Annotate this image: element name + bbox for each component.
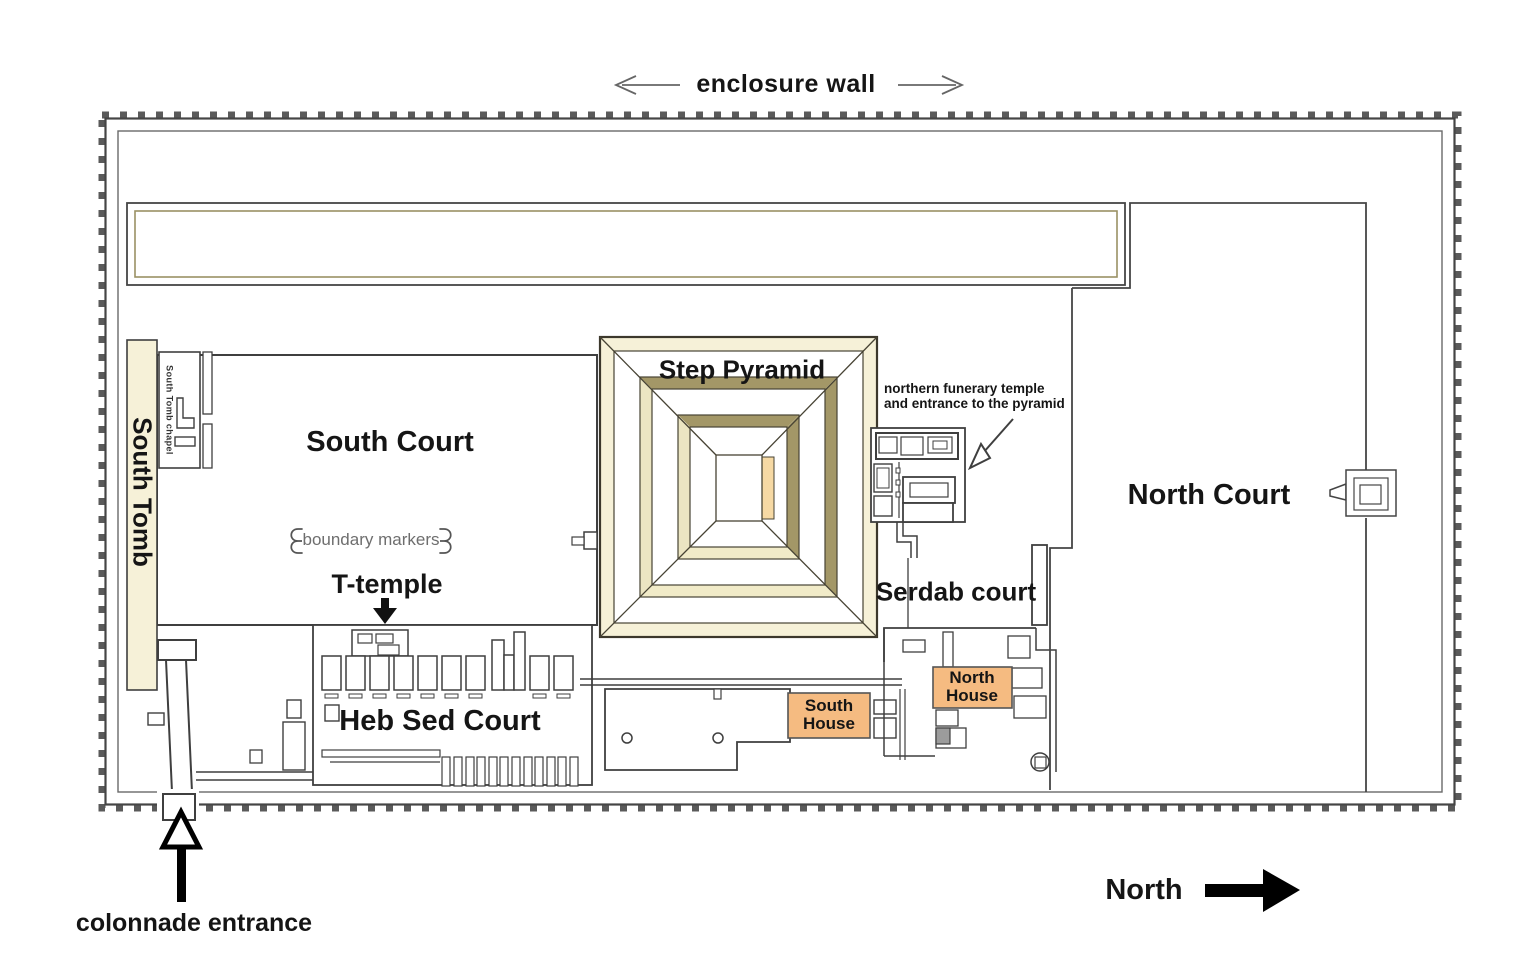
south-tomb	[126, 339, 213, 691]
enclosure-wall-label: enclosure wall	[696, 69, 876, 98]
step-pyramid-label: Step Pyramid	[658, 354, 826, 385]
colonnade	[147, 639, 313, 823]
funerary-arrow	[967, 418, 1014, 471]
t-temple-arrow	[373, 598, 397, 624]
t-temple-label: T-temple	[331, 568, 443, 599]
serdab-complex	[883, 544, 1057, 772]
north-court-outline	[1049, 202, 1397, 792]
funerary-temple-label: northern funerary temple and entrance to…	[884, 381, 1065, 411]
north-arrow	[1205, 869, 1300, 912]
colonnade-entrance-label: colonnade entrance	[75, 908, 313, 937]
north-compass-label: North	[1105, 873, 1183, 906]
south-house-label: South House	[803, 696, 855, 733]
heb-sed-court	[312, 624, 593, 787]
south-tomb-label: South Tomb	[127, 417, 158, 567]
south-house-area	[580, 678, 906, 771]
north-house-label: North House	[946, 668, 998, 705]
south-court-label: South Court	[306, 425, 474, 458]
enclosure-wall-arrows	[613, 75, 965, 95]
step-pyramid-shape	[598, 335, 879, 639]
heb-sed-court-label: Heb Sed Court	[339, 704, 541, 737]
north-gallery	[126, 202, 1126, 286]
serdab-court-label: Serdab court	[875, 576, 1037, 607]
north-court-label: North Court	[1127, 478, 1291, 511]
south-court-outline	[156, 354, 598, 626]
colonnade-arrow	[158, 806, 204, 902]
south-tomb-chapel-label: South Tomb chapel	[164, 365, 175, 455]
boundary-marker-icons	[290, 528, 452, 554]
boundary-markers-label: boundary markers	[302, 530, 440, 550]
funerary-temple	[870, 427, 966, 558]
